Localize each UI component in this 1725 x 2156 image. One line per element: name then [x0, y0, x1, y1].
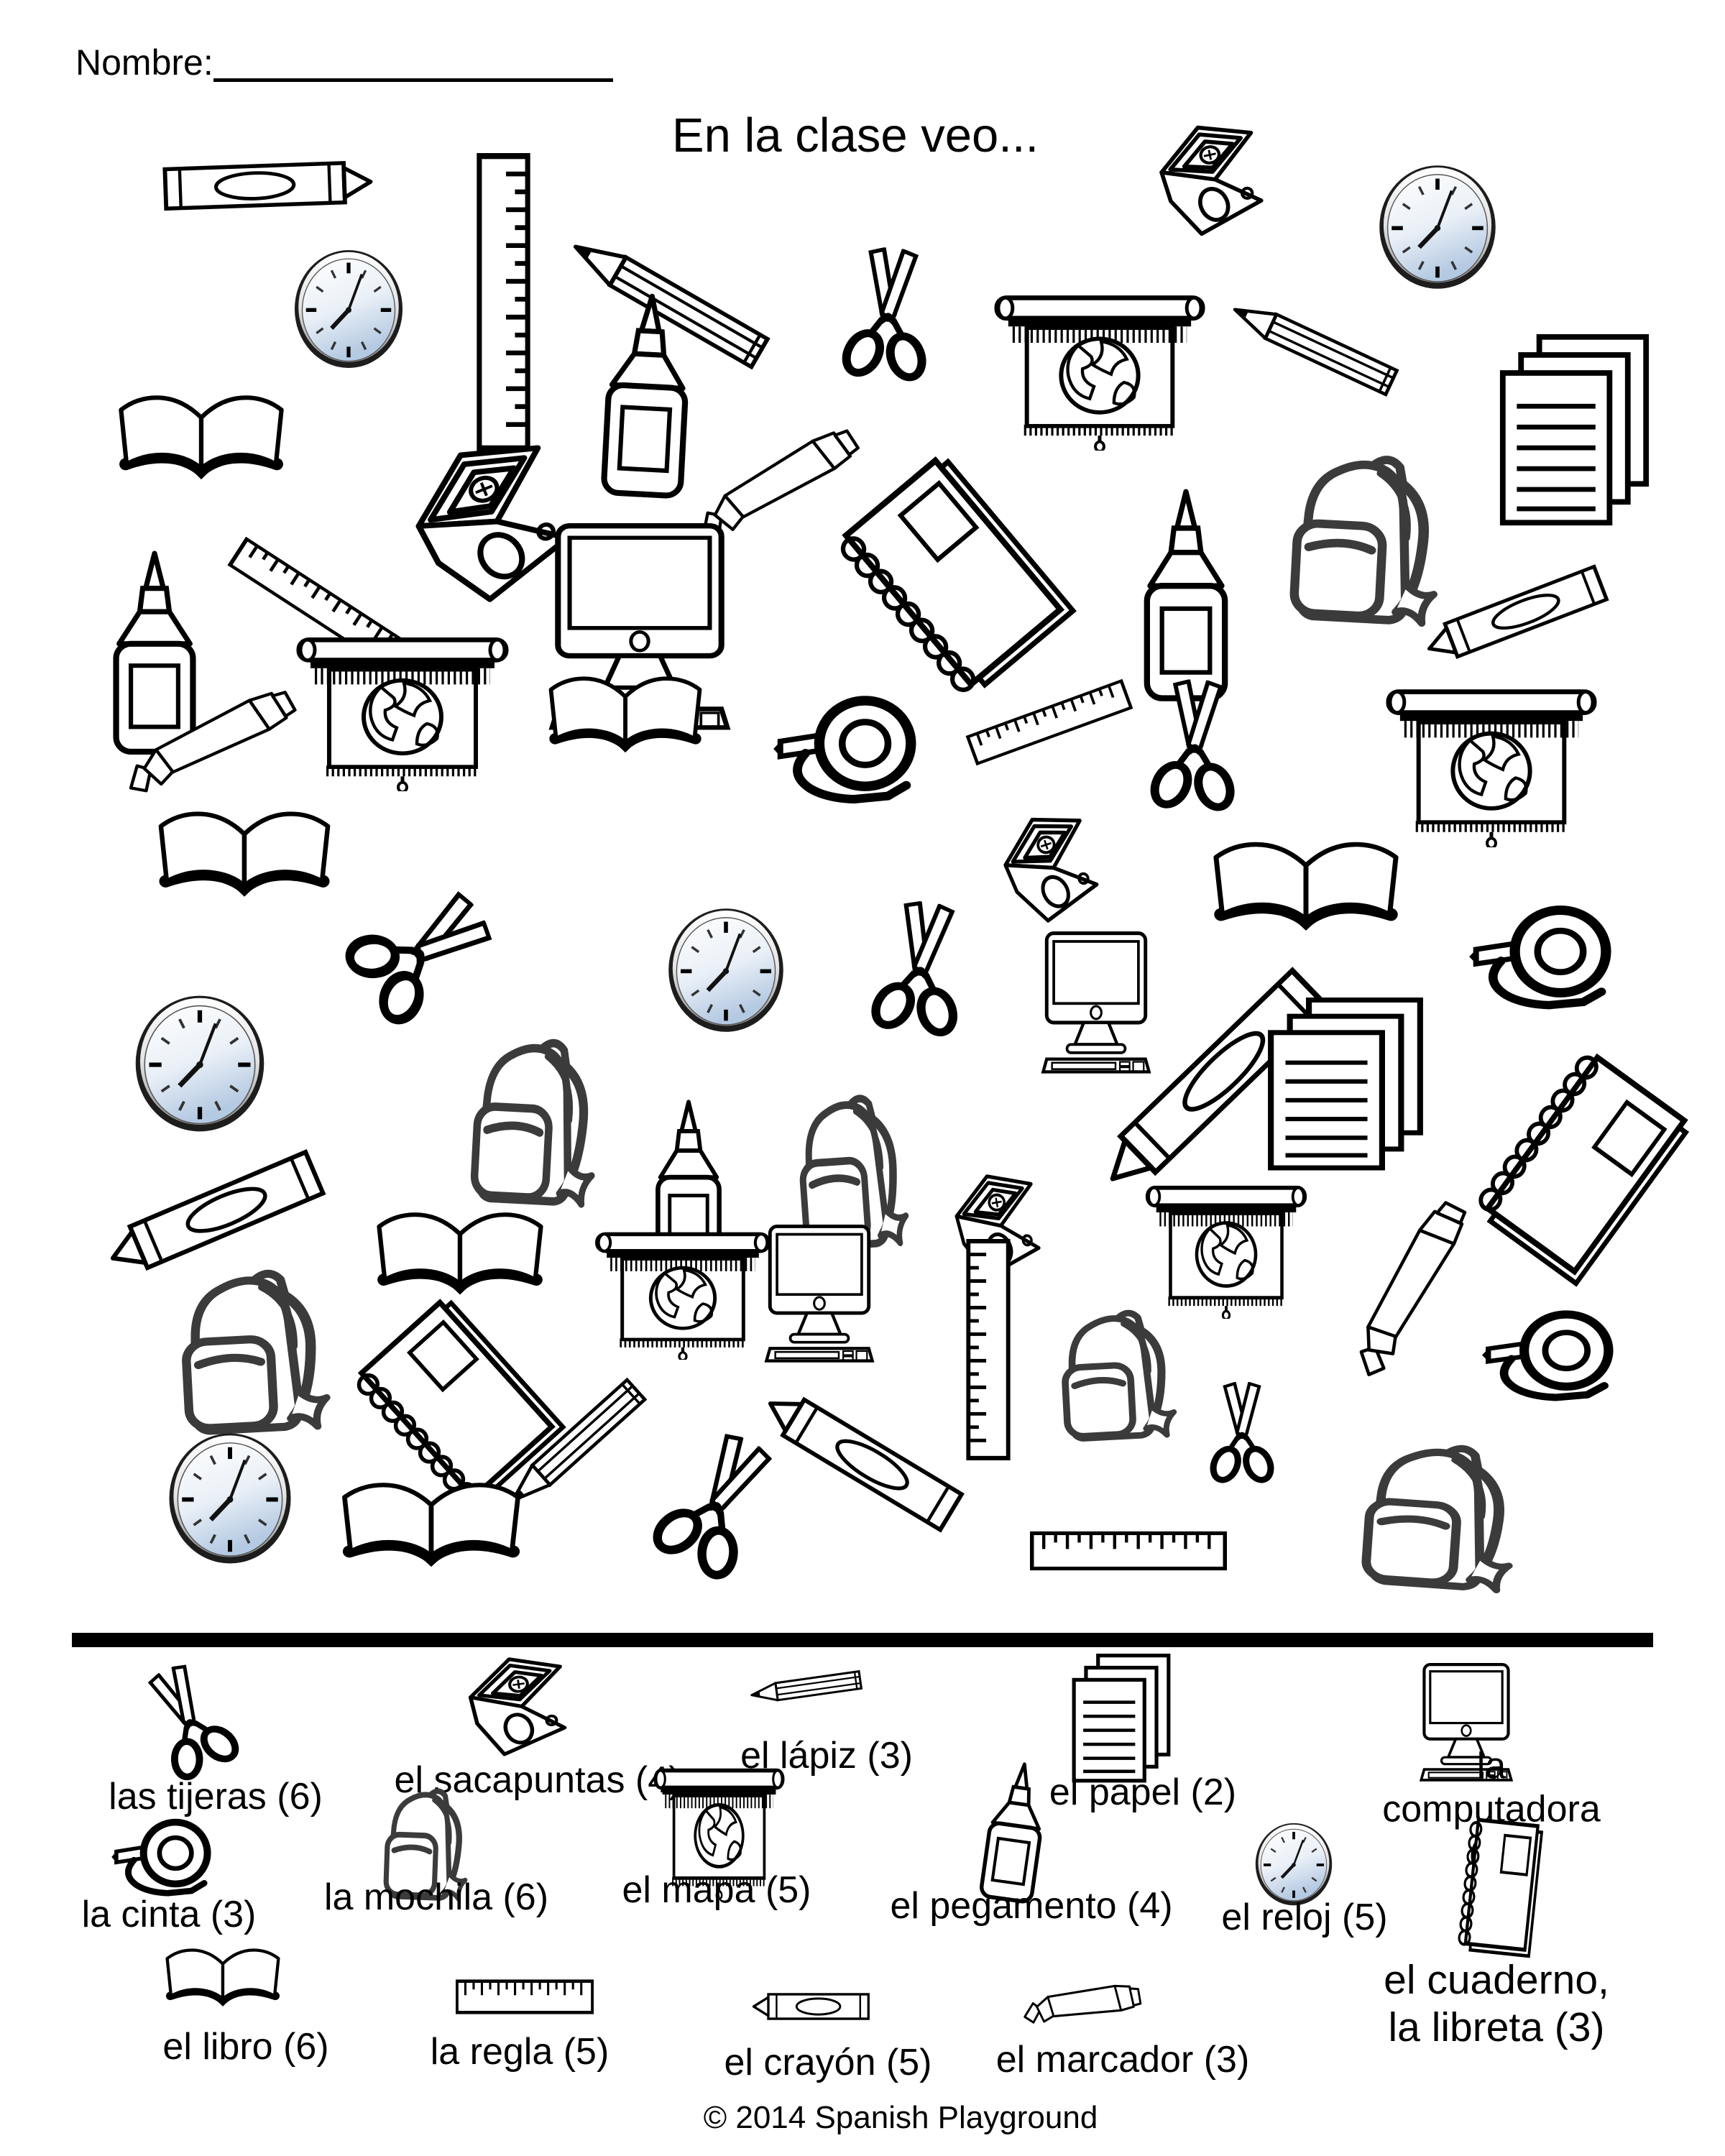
- legend-label: el marcador (3): [995, 2038, 1250, 2081]
- clock-icon: [132, 992, 267, 1135]
- glue-icon: [589, 290, 706, 502]
- legend-label: el reloj (5): [1221, 1896, 1388, 1938]
- clock-icon: [1376, 162, 1499, 292]
- clock-icon: [1254, 1821, 1334, 1907]
- map-icon: [295, 632, 510, 791]
- book-icon: [543, 671, 708, 767]
- legend-label: el libro (6): [162, 2025, 329, 2068]
- ruler-v-icon: [963, 1239, 1013, 1460]
- legend-label: la regla (5): [430, 2030, 610, 2073]
- name-line: Nombre:: [75, 42, 613, 83]
- scissors-icon: [855, 895, 985, 1052]
- map-icon: [993, 290, 1207, 451]
- ruler-v-icon: [473, 153, 534, 451]
- scissors-icon: [1201, 1382, 1283, 1493]
- crayon-icon: [157, 155, 374, 216]
- page-title: En la clase veo...: [671, 109, 1039, 162]
- scissors-icon: [319, 861, 515, 1051]
- glue-icon: [1132, 489, 1240, 704]
- paper-icon: [1497, 334, 1652, 528]
- tape-icon: [771, 692, 926, 810]
- book-icon: [1206, 835, 1406, 947]
- tape-icon: [1480, 1307, 1622, 1406]
- computer-icon: [761, 1225, 878, 1363]
- legend-label: el crayón (5): [724, 2041, 932, 2083]
- ruler-h-icon: [456, 1977, 594, 2017]
- crayon-icon: [753, 1378, 972, 1539]
- notebook-icon: [1454, 1034, 1699, 1291]
- marker-icon: [1333, 1187, 1488, 1386]
- tape-icon: [110, 1816, 218, 1901]
- name-blank-underline: [213, 42, 613, 82]
- legend-label: las tijeras (6): [109, 1775, 323, 1818]
- name-label: Nombre:: [75, 42, 213, 83]
- backpack-icon: [459, 1026, 619, 1217]
- map-icon: [1144, 1181, 1308, 1319]
- paper-icon: [1265, 998, 1426, 1173]
- notebook-icon: [1447, 1814, 1545, 1960]
- crayon-icon: [752, 1990, 873, 2023]
- notebook-icon: [816, 446, 1081, 718]
- paper-icon: [1070, 1654, 1172, 1784]
- legend-label: la cinta (3): [81, 1893, 257, 1935]
- map-icon: [1384, 683, 1598, 847]
- legend-label: el papel (2): [1049, 1771, 1237, 1813]
- backpack-icon: [1348, 1430, 1542, 1602]
- scissors-icon: [1137, 677, 1252, 825]
- sharpener-icon: [984, 794, 1123, 938]
- legend-label: el cuaderno, la libreta (3): [1384, 1956, 1609, 2050]
- tape-icon: [1467, 902, 1621, 1015]
- backpack-icon: [1276, 442, 1465, 637]
- footer-copyright: © 2014 Spanish Playground: [703, 2100, 1098, 2135]
- backpack-icon: [165, 1258, 353, 1445]
- sharpener-icon: [455, 1643, 587, 1766]
- clock-icon: [166, 1430, 294, 1567]
- map-icon: [594, 1227, 772, 1360]
- scissors-icon: [629, 1415, 801, 1603]
- book-icon: [112, 389, 290, 495]
- backpack-icon: [1049, 1300, 1194, 1450]
- book-icon: [152, 805, 337, 913]
- legend-label: la mochila (6): [323, 1876, 549, 1918]
- book-icon: [335, 1476, 528, 1583]
- ruler-h-icon: [965, 677, 1133, 768]
- clock-icon: [292, 247, 405, 371]
- scissors-icon: [828, 244, 948, 396]
- legend-label: el mapa (5): [622, 1869, 811, 1911]
- book-icon: [370, 1206, 550, 1310]
- clock-icon: [666, 906, 786, 1035]
- divider-line: [72, 1633, 1653, 1647]
- computer-icon: [1038, 931, 1154, 1074]
- pencil-icon: [1225, 293, 1403, 400]
- book-icon: [161, 1944, 285, 2017]
- legend-label: el pegamento (4): [890, 1884, 1173, 1927]
- ruler-h-icon: [1030, 1529, 1227, 1573]
- sharpener-icon: [1142, 106, 1287, 249]
